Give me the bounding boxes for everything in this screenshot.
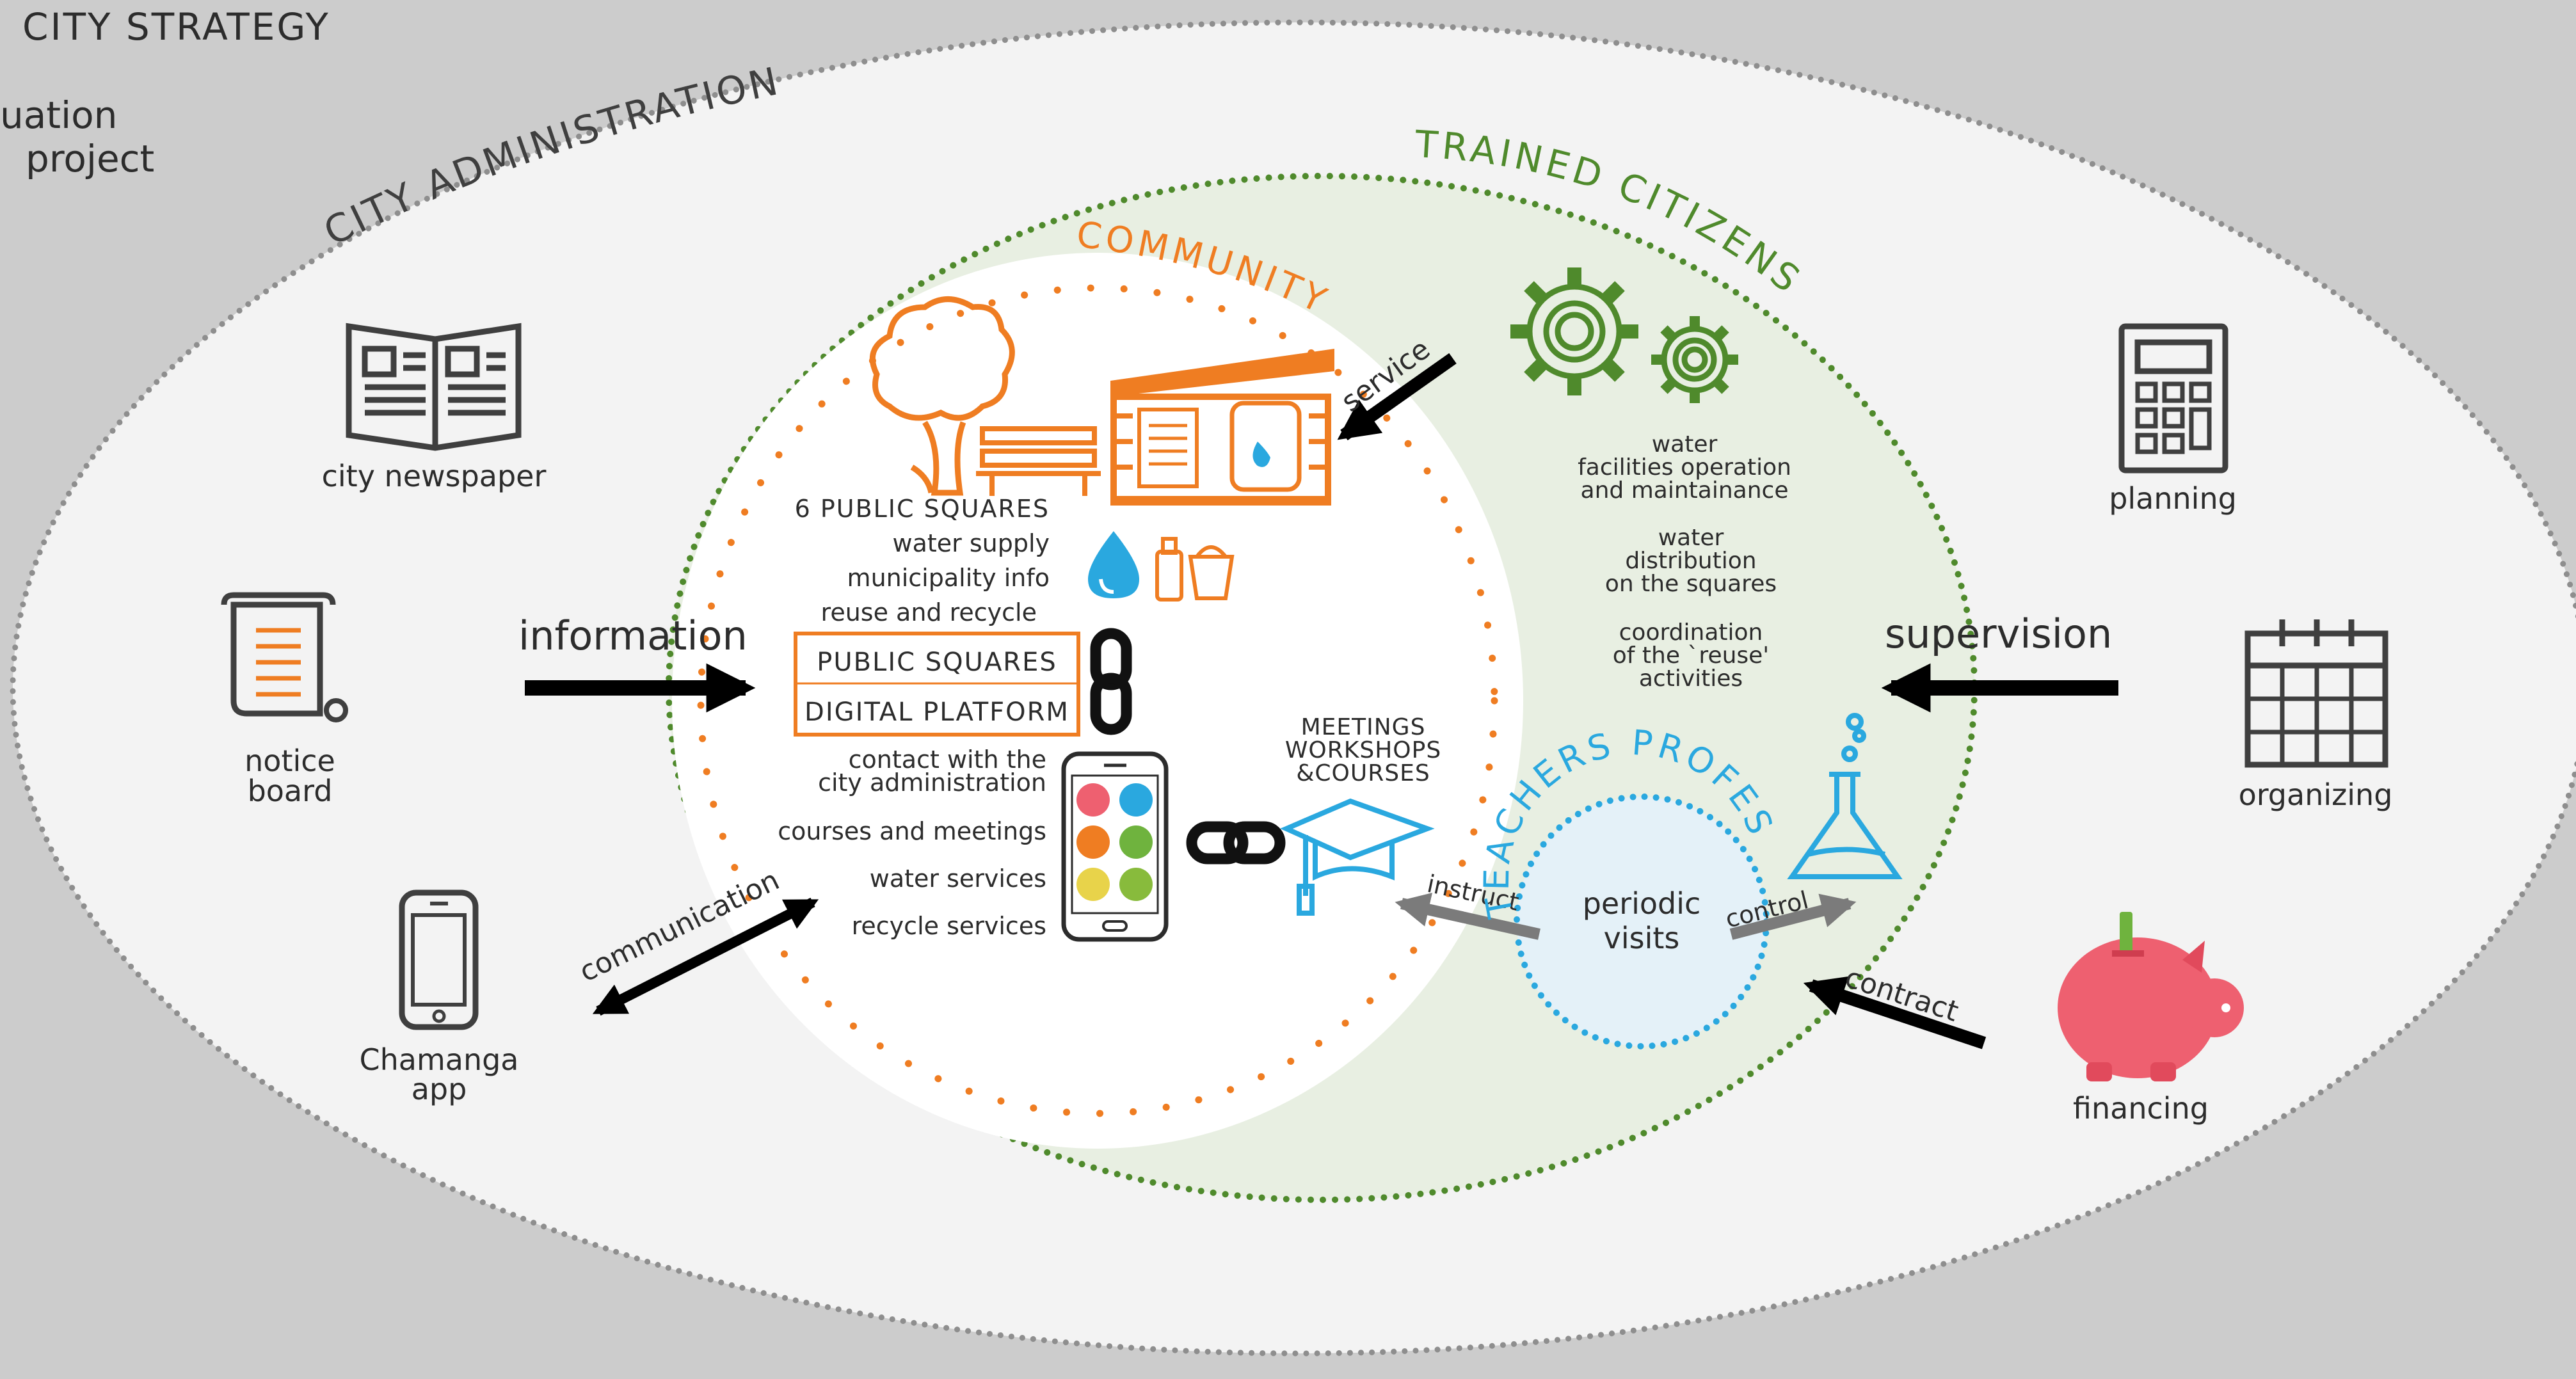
graduation-cap-icon: [1280, 798, 1435, 916]
community-ring: [697, 284, 1498, 1117]
label-planning: planning: [2109, 481, 2237, 516]
community-info-list: 6 PUBLIC SQUARES water supply municipali…: [795, 495, 1050, 626]
text-ops-3: and maintainance: [1581, 477, 1789, 504]
label-information: information: [518, 612, 748, 659]
label-financing: financing: [2073, 1091, 2209, 1126]
text-contact-1: contact with the: [849, 745, 1046, 774]
label-notice-board-2: board: [248, 774, 333, 808]
text-courses: &COURSES: [1296, 760, 1430, 786]
header-title: CITY STRATEGY: [22, 5, 330, 49]
recycle-bottles-icon: [1155, 537, 1235, 602]
smartphone-app-icon: [1061, 751, 1169, 942]
text-dist-2: distribution: [1625, 548, 1756, 574]
gears-icon: [1510, 267, 1738, 403]
kiosk-icon: [1110, 349, 1334, 506]
label-notice-board-1: notice: [244, 744, 335, 778]
label-chamanga-app-1: Chamanga: [359, 1042, 518, 1077]
text-workshops: WORKSHOPS: [1285, 737, 1441, 763]
text-platform-2: DIGITAL PLATFORM: [804, 697, 1069, 727]
text-coord-2: of the `reuse': [1613, 642, 1769, 669]
text-ops-1: water: [1652, 431, 1718, 458]
periodic-visits-area: [1517, 797, 1766, 1046]
label-city-newspaper: city newspaper: [322, 459, 547, 493]
piggy-bank-icon: [2058, 912, 2244, 1081]
calendar-icon: [2244, 619, 2388, 768]
bench-icon: [976, 426, 1101, 496]
contact-list: contact with the city administration cou…: [778, 745, 1046, 940]
text-recycle-services: recycle services: [852, 912, 1046, 940]
text-reuse-recycle: reuse and recycle: [821, 598, 1037, 626]
flask-icon: [1787, 713, 1903, 879]
text-meetings: MEETINGS: [1301, 714, 1426, 740]
control-arrow: [1729, 893, 1857, 940]
text-courses-meetings: courses and meetings: [778, 817, 1046, 845]
text-periodic: periodic: [1583, 886, 1701, 921]
text-visits: visits: [1604, 921, 1680, 955]
trained-citizens-text: water facilities operation and maintaina…: [1578, 431, 1791, 692]
calculator-icon: [2118, 323, 2228, 474]
contract-arrow: [1803, 976, 1987, 1049]
text-dist-1: water: [1658, 525, 1724, 551]
link-icon: [1090, 628, 1132, 735]
service-arrow: [1337, 353, 1457, 441]
text-coord-1: coordination: [1619, 619, 1763, 646]
text-water-supply: water supply: [892, 529, 1050, 557]
header-subtitle-1: uation: [0, 93, 117, 137]
newspaper-icon: [346, 323, 522, 451]
instruct-arrow: [1395, 893, 1540, 940]
city-administration-ring: [10, 19, 2576, 1357]
text-platform-1: PUBLIC SQUARES: [817, 648, 1057, 677]
label-chamanga-app-2: app: [412, 1072, 467, 1106]
text-municipality-info: municipality info: [847, 564, 1050, 592]
phone-icon: [399, 889, 479, 1030]
tree-icon: [869, 296, 1015, 496]
notice-board-icon: [221, 592, 348, 722]
chain-link-icon: [1186, 821, 1286, 865]
header-subtitle-2: project: [26, 137, 154, 180]
text-dist-3: on the squares: [1605, 571, 1777, 597]
label-supervision: supervision: [1885, 610, 2112, 657]
water-drop-icon: [1088, 531, 1139, 598]
text-ops-2: facilities operation: [1578, 454, 1791, 481]
text-coord-3: activities: [1639, 666, 1743, 692]
meetings-text: MEETINGS WORKSHOPS &COURSES: [1285, 714, 1441, 786]
text-contact-2: city administration: [818, 769, 1046, 797]
label-organizing: organizing: [2239, 777, 2393, 812]
communication-arrow: [592, 897, 819, 1016]
text-six-public-squares: 6 PUBLIC SQUARES: [795, 495, 1050, 523]
text-water-services: water services: [870, 865, 1046, 893]
